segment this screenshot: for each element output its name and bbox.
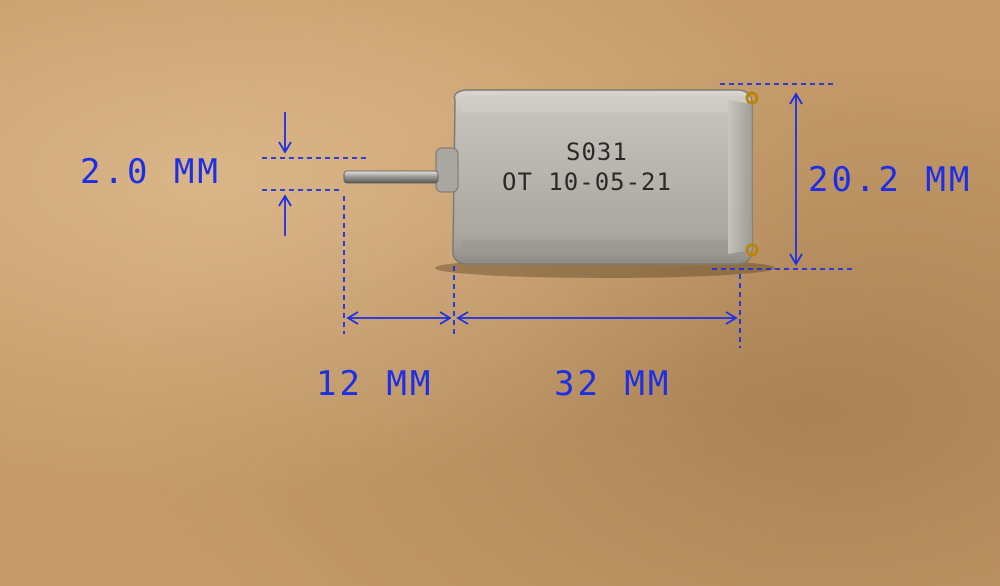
shaft-length-label: 12 MM xyxy=(316,364,434,404)
terminal-lugs xyxy=(745,91,759,257)
body-length-label: 32 MM xyxy=(554,364,672,404)
body-height-label: 20.2 MM xyxy=(808,160,973,200)
motor-shaft xyxy=(343,170,439,184)
motor-marking-code: S031 xyxy=(566,138,628,166)
motor-marking-date: OT 10-05-21 xyxy=(502,168,672,196)
shaft-diameter-label: 2.0 MM xyxy=(80,152,221,192)
dimension-lines xyxy=(262,83,852,348)
motor-body xyxy=(435,89,753,265)
